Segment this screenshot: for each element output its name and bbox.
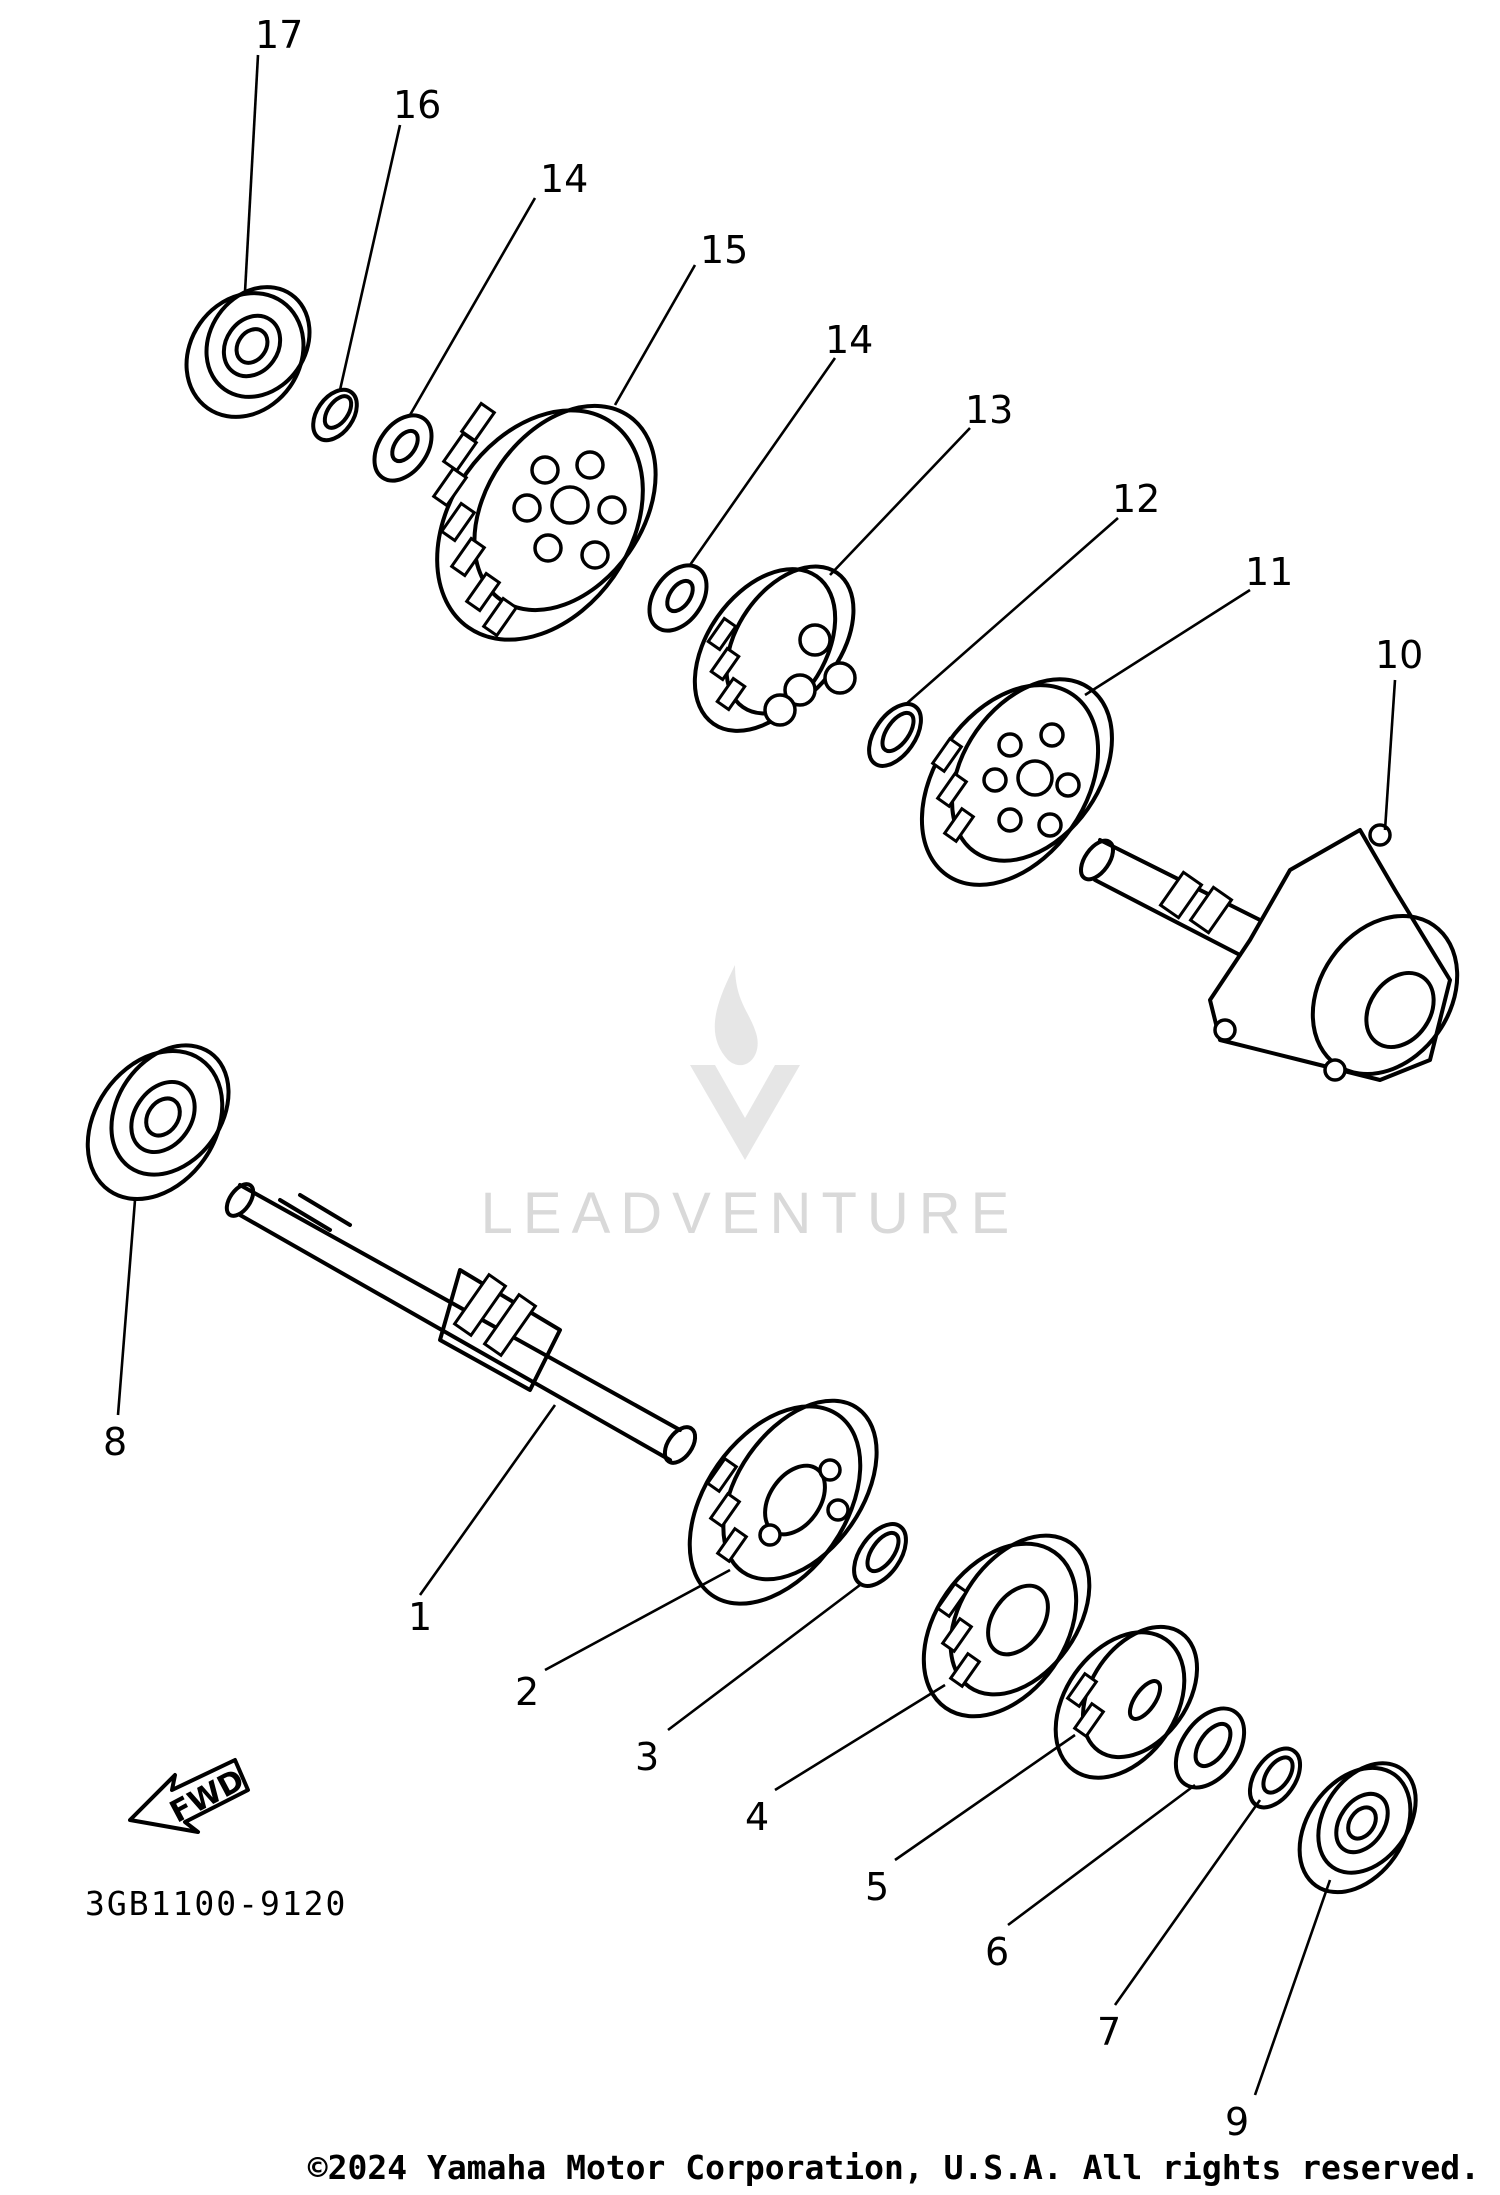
circlip-16 (311, 387, 359, 443)
watermark-logo-icon (690, 965, 800, 1160)
label-14-lower: 14 (825, 318, 873, 362)
bearing-9 (1297, 1761, 1418, 1895)
label-8: 8 (103, 1420, 127, 1464)
label-17: 17 (255, 13, 303, 57)
label-12: 12 (1112, 477, 1160, 521)
washer-6 (1173, 1706, 1247, 1790)
gear-13 (692, 564, 857, 733)
watermark-text: LEADVENTURE (480, 1181, 1020, 1246)
bearing-8 (85, 1043, 231, 1202)
washer-14-upper (372, 413, 434, 483)
label-13: 13 (965, 388, 1013, 432)
circlip-12 (867, 702, 923, 768)
main-shaft-1 (224, 1182, 698, 1465)
label-6: 6 (985, 1930, 1009, 1974)
diagram-code: 3GB1100-9120 (85, 1884, 347, 1923)
shaft-assembly-10 (1079, 823, 1460, 1082)
label-3: 3 (635, 1735, 659, 1779)
label-14-upper: 14 (540, 157, 588, 201)
bearing-17 (184, 285, 312, 419)
part-number-labels: 17 16 14 15 14 13 12 11 10 8 1 2 3 4 5 6… (103, 13, 1423, 2144)
forward-arrow-icon: FWD (128, 1758, 250, 1834)
leader-lines (116, 54, 1397, 2096)
copyright-notice: ©2024 Yamaha Motor Corporation, U.S.A. A… (307, 2148, 1480, 2187)
circlip-7 (1247, 1746, 1303, 1810)
label-16: 16 (393, 83, 441, 127)
label-5: 5 (865, 1865, 889, 1909)
label-7: 7 (1097, 2010, 1121, 2054)
gear-5 (1053, 1624, 1200, 1780)
label-1: 1 (408, 1595, 432, 1639)
circlip-3 (852, 1522, 908, 1588)
label-9: 9 (1225, 2100, 1249, 2144)
label-4: 4 (745, 1795, 769, 1839)
gear-15 (431, 401, 658, 642)
gear-4 (921, 1533, 1092, 1719)
gear-2 (687, 1398, 879, 1606)
washer-14-lower (647, 563, 709, 633)
label-15: 15 (700, 228, 748, 272)
label-2: 2 (515, 1670, 539, 1714)
label-10: 10 (1375, 633, 1423, 677)
gear-11 (919, 677, 1114, 887)
label-11: 11 (1245, 550, 1293, 594)
